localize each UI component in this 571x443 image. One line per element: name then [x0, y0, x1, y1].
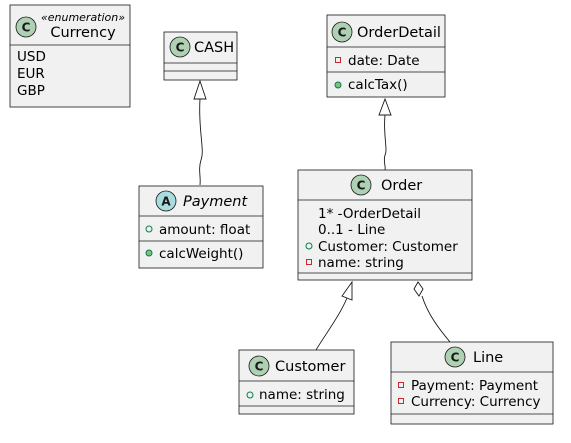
- private-field-icon: [306, 259, 312, 265]
- payment-field: amount: float: [159, 222, 250, 238]
- cash-name: CASH: [194, 40, 234, 56]
- order-name: Order: [381, 178, 422, 194]
- orderdetail-method: calcTax(): [348, 77, 408, 93]
- class-orderdetail[interactable]: C OrderDetail date: Date calcTax(): [326, 14, 446, 98]
- public-field-icon: [246, 391, 254, 399]
- private-field-icon: [398, 398, 404, 404]
- edge-payment-extends-cash: [193, 79, 207, 186]
- customer-name: Customer: [275, 359, 345, 375]
- line-field: Currency: Currency: [411, 394, 541, 410]
- class-line[interactable]: C Line Payment: Payment Currency: Curren…: [390, 341, 554, 425]
- private-field-icon: [398, 382, 404, 388]
- currency-value: USD: [17, 49, 46, 65]
- line-field: Payment: Payment: [411, 378, 538, 394]
- class-currency[interactable]: C «enumeration» Currency USD EUR GBP: [9, 4, 131, 108]
- order-field: name: string: [318, 255, 404, 271]
- svg-text:C: C: [176, 41, 185, 55]
- customer-field: name: string: [259, 387, 345, 403]
- edge-customer-extends-order: [315, 280, 353, 351]
- orderdetail-field: date: Date: [348, 53, 420, 69]
- currency-name: Currency: [50, 25, 116, 41]
- payment-method: calcWeight(): [159, 246, 243, 262]
- public-field-icon: [145, 225, 153, 233]
- class-payment[interactable]: A Payment amount: float calcWeight(): [138, 185, 264, 269]
- currency-value: EUR: [17, 66, 45, 82]
- order-field: 0..1 - Line: [318, 222, 385, 238]
- currency-value: GBP: [17, 83, 45, 99]
- class-c-icon: [169, 36, 191, 58]
- class-c-icon: [444, 346, 466, 368]
- class-cash[interactable]: C CASH: [163, 31, 238, 81]
- order-field: Customer: Customer: [318, 239, 458, 255]
- svg-text:C: C: [357, 179, 366, 193]
- order-field: 1* -OrderDetail: [318, 206, 421, 222]
- class-c-icon: [248, 355, 270, 377]
- public-field-icon: [305, 242, 313, 250]
- class-customer[interactable]: C Customer name: string: [238, 349, 355, 415]
- public-method-icon: [145, 249, 153, 257]
- public-method-icon: [334, 81, 342, 89]
- svg-text:A: A: [161, 195, 171, 209]
- svg-text:C: C: [22, 21, 31, 35]
- edge-order-aggregates-line: [413, 281, 451, 343]
- class-c-icon: [331, 21, 353, 43]
- edge-order-extends-orderdetail: [378, 97, 392, 171]
- orderdetail-name: OrderDetail: [357, 25, 441, 41]
- private-field-icon: [335, 57, 341, 63]
- class-order[interactable]: C Order 1* -OrderDetail 0..1 - Line Cust…: [297, 169, 473, 281]
- class-c-icon: [15, 16, 37, 38]
- line-name: Line: [473, 350, 503, 366]
- payment-name: Payment: [183, 194, 248, 210]
- class-a-icon: [155, 190, 177, 212]
- svg-text:C: C: [338, 26, 347, 40]
- currency-stereotype: «enumeration»: [41, 11, 125, 24]
- class-c-icon: [350, 174, 372, 196]
- svg-text:C: C: [255, 360, 264, 374]
- svg-text:C: C: [451, 351, 460, 365]
